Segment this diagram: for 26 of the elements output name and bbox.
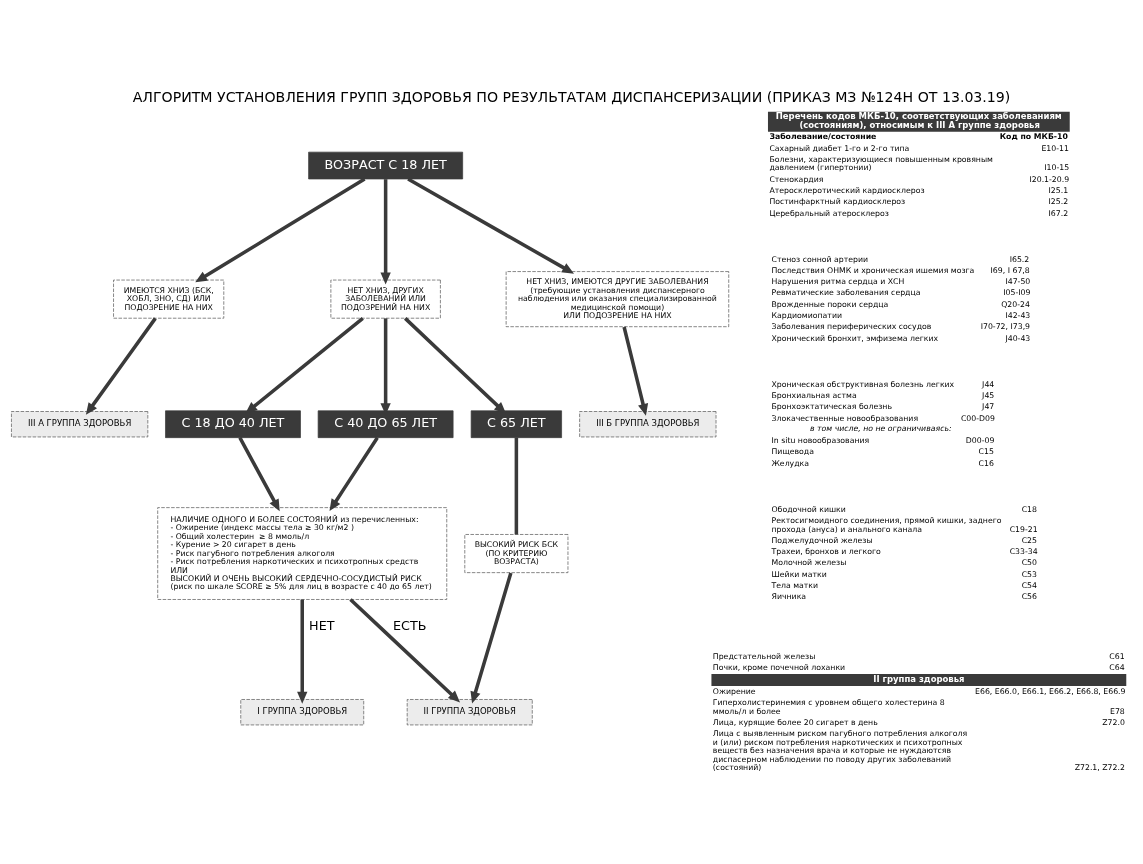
arrow	[349, 598, 461, 703]
arrow	[238, 436, 280, 512]
arrow	[622, 326, 649, 416]
node-box: С 40 ДО 65 ЛЕТ	[317, 410, 454, 438]
label: II группа здоровья	[873, 673, 965, 684]
edge-label: ЕСТЬ	[393, 618, 427, 634]
arrow	[380, 179, 391, 285]
arrow	[245, 317, 364, 414]
node-box: III А ГРУППА ЗДОРОВЬЯ	[11, 411, 149, 438]
arrow	[404, 317, 507, 414]
edge-label: НЕТ	[309, 618, 335, 634]
arrow	[195, 177, 366, 283]
label: Перечень кодов МКБ-10, соответствующих заболеваниям (состояниям), относимым к III А группе здоровья	[775, 111, 1062, 130]
arrow	[407, 177, 574, 274]
arrow	[329, 436, 379, 512]
diagram-title: АЛГОРИТМ УСТАНОВЛЕНИЯ ГРУПП ЗДОРОВЬЯ ПО РЕЗУЛЬТАТАМ ДИСПАНСЕРИЗАЦИИ (ПРИКАЗ МЗ №124Н ОТ 13.03.19)	[132, 88, 1011, 105]
node-box: III Б ГРУППА ЗДОРОВЬЯ	[579, 411, 717, 438]
arrow	[85, 317, 157, 415]
node-box: ВОЗРАСТ С 18 ЛЕТ	[308, 151, 463, 180]
connector	[514, 437, 519, 535]
arrow	[297, 599, 308, 704]
arrow	[470, 572, 513, 704]
node-box: I ГРУППА ЗДОРОВЬЯ	[240, 699, 365, 726]
node-box: II ГРУППА ЗДОРОВЬЯ	[406, 699, 533, 726]
node-box: С 65 ЛЕТ	[470, 410, 562, 438]
node-box: С 18 ДО 40 ЛЕТ	[165, 410, 301, 438]
